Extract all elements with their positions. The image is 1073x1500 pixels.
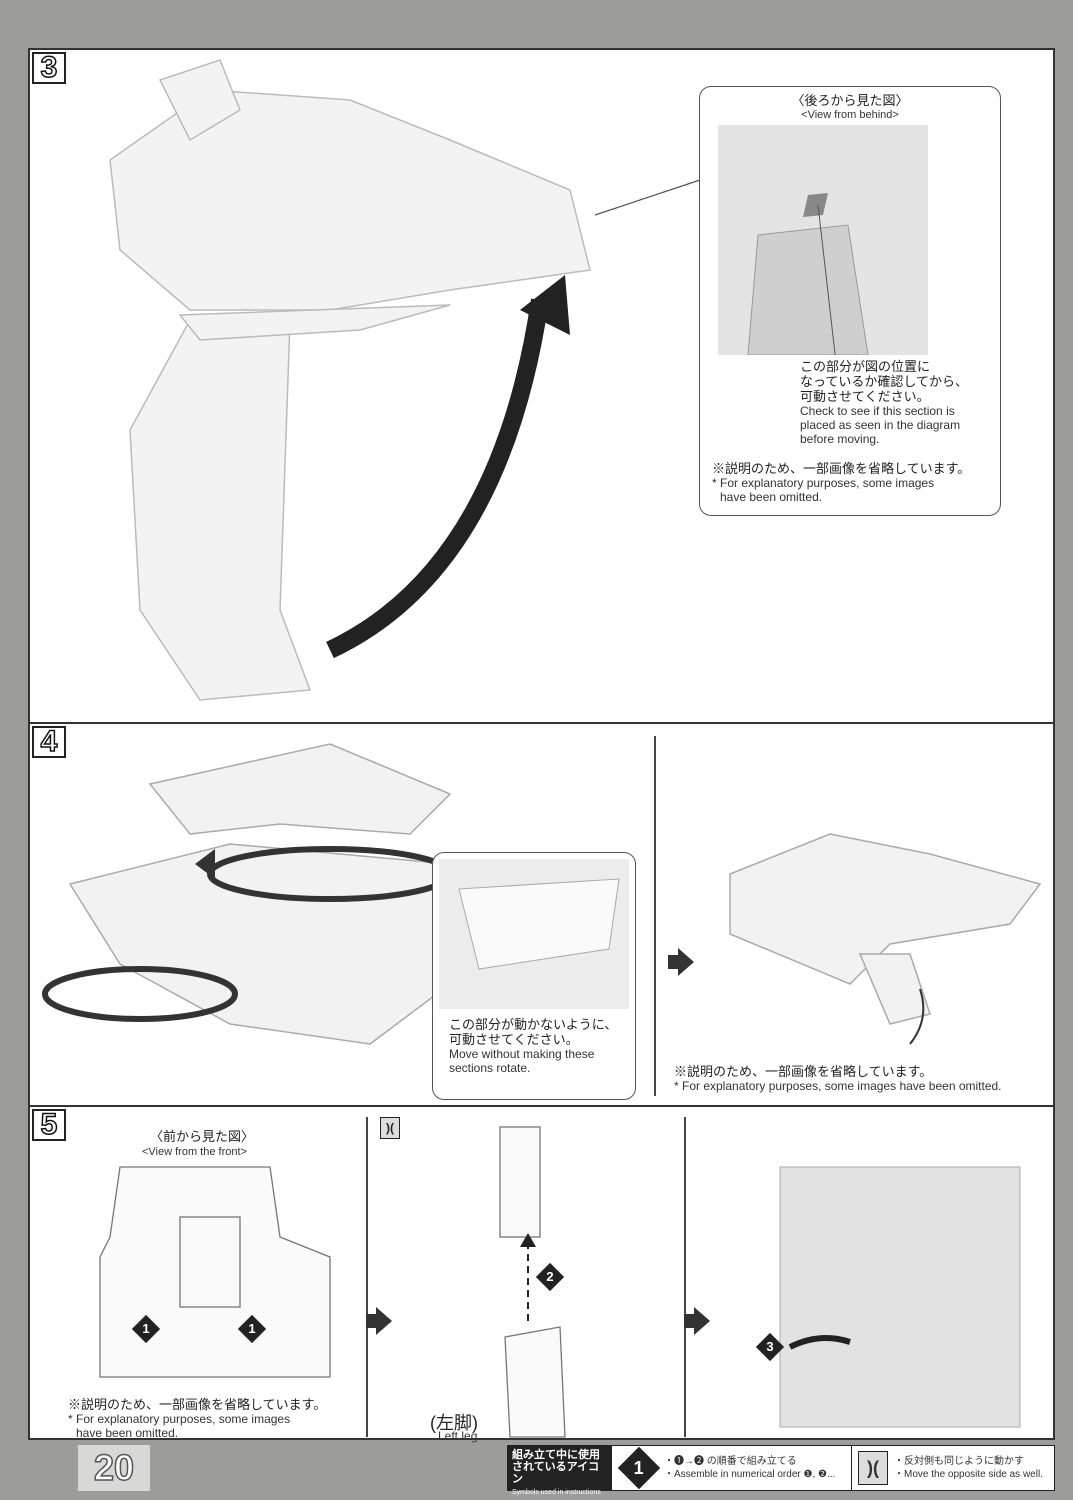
step-5-illustration [99, 1126, 1021, 1438]
callout-jp-line: 可動させてください。 [800, 389, 930, 404]
inset-callout: この部分が図の位置に なっているか確認してから、 可動させてください。 Chec… [800, 359, 968, 446]
note-jp: ※説明のため、一部画像を省略しています。 [712, 461, 971, 476]
step-3-illustration [109, 59, 701, 701]
step-4: 4 この部分が動かないように、 可動させてください。 Move without … [30, 724, 1053, 1107]
callout-en-line: Check to see if this section is [800, 404, 955, 418]
inset-callout: この部分が動かないように、 可動させてください。 Move without ma… [449, 1017, 617, 1075]
omission-note: ※説明のため、一部画像を省略しています。 * For explanatory p… [68, 1397, 326, 1440]
inset-title-en: <View from behind> [801, 109, 899, 121]
note-en-line: have been omitted. [76, 1426, 179, 1440]
view-title-jp: 〈前から見た図〉 [150, 1129, 255, 1144]
step-marker-1-left: 1 [131, 1314, 161, 1344]
inset-title-jp: 〈後ろから見た図〉 [791, 93, 909, 108]
view-from-behind-inset: 〈後ろから見た図〉 <View from behind> この部分が図の位置に … [699, 86, 1001, 516]
note-en-line: have been omitted. [720, 490, 823, 504]
divider [366, 1117, 368, 1437]
step-number: 4 [32, 726, 66, 758]
legend-order: 1 ・❶→❷ の順番で組み立てる・Assemble in numerical o… [612, 1446, 852, 1490]
numbered-step-icon: 1 [617, 1446, 661, 1490]
note-en-line: * For explanatory purposes, some images [712, 476, 935, 490]
mirror-side-icon: )( [858, 1451, 888, 1485]
note-en: * For explanatory purposes, some images … [674, 1079, 1002, 1093]
mirror-side-icon: )( [380, 1117, 400, 1139]
next-arrow-icon [668, 948, 694, 976]
back-view-illustration [718, 125, 928, 355]
step-number: 5 [32, 1109, 66, 1141]
callout-en-line: Move without making these [449, 1047, 595, 1061]
step-5: 5 〈前から見た図〉 <View from the front> 1 1 2 3… [30, 1107, 1053, 1443]
step-number: 3 [32, 52, 66, 84]
callout-jp-line: 可動させてください。 [449, 1032, 579, 1047]
callout-jp-line: この部分が図の位置に [800, 359, 931, 374]
detail-inset: この部分が動かないように、 可動させてください。 Move without ma… [432, 852, 636, 1100]
step-marker-3: 3 [755, 1332, 785, 1362]
note-en-line: * For explanatory purposes, some images [68, 1412, 291, 1426]
left-leg-label-en: Left leg [438, 1429, 478, 1443]
legend-title: 組み立て中に使用 されているアイコン Symbols used in instr… [508, 1446, 612, 1496]
legend-title-jp: 組み立て中に使用 [512, 1449, 600, 1461]
legend-title-jp: されているアイコン [512, 1461, 600, 1485]
mirror-en: ・Move the opposite side as well. [894, 1469, 1043, 1480]
mirror-jp: ・反対側も同じように動かす [894, 1456, 1024, 1467]
order-en: ・Assemble in numerical order ❶, ❷... [664, 1469, 836, 1480]
step-marker-1-right: 1 [237, 1314, 267, 1344]
legend-mirror: )( ・反対側も同じように動かす・Move the opposite side … [852, 1446, 1049, 1490]
view-title-en: <View from the front> [142, 1146, 247, 1158]
callout-en-line: sections rotate. [449, 1061, 531, 1075]
omission-note: ※説明のため、一部画像を省略しています。 * For explanatory p… [674, 1064, 1002, 1093]
step-3: 3 〈後ろから見た図〉 <View from behind> この部分が図の位置… [30, 50, 1053, 724]
order-jp: ・❶→❷ の順番で組み立てる [664, 1456, 797, 1467]
note-jp: ※説明のため、一部画像を省略しています。 [674, 1064, 933, 1079]
page-number: 20 [78, 1445, 150, 1491]
symbols-legend: 組み立て中に使用 されているアイコン Symbols used in instr… [507, 1445, 1055, 1496]
detail-illustration [439, 859, 629, 1009]
callout-jp-line: この部分が動かないように、 [449, 1017, 618, 1032]
divider [654, 736, 656, 1096]
left-leg-label-jp: (左脚) [430, 1413, 478, 1433]
next-arrow-icon [366, 1307, 392, 1335]
callout-en-line: before moving. [800, 432, 880, 446]
omission-note: ※説明のため、一部画像を省略しています。 * For explanatory p… [712, 461, 970, 504]
divider [684, 1117, 686, 1437]
next-arrow-icon [684, 1307, 710, 1335]
step-marker-2: 2 [535, 1262, 565, 1292]
legend-title-en: Symbols used in instructions [512, 1489, 601, 1496]
instruction-sheet: 3 〈後ろから見た図〉 <View from behind> この部分が図の位置… [28, 48, 1055, 1443]
note-jp: ※説明のため、一部画像を省略しています。 [68, 1397, 327, 1412]
callout-en-line: placed as seen in the diagram [800, 418, 961, 432]
callout-jp-line: なっているか確認してから、 [800, 374, 968, 389]
